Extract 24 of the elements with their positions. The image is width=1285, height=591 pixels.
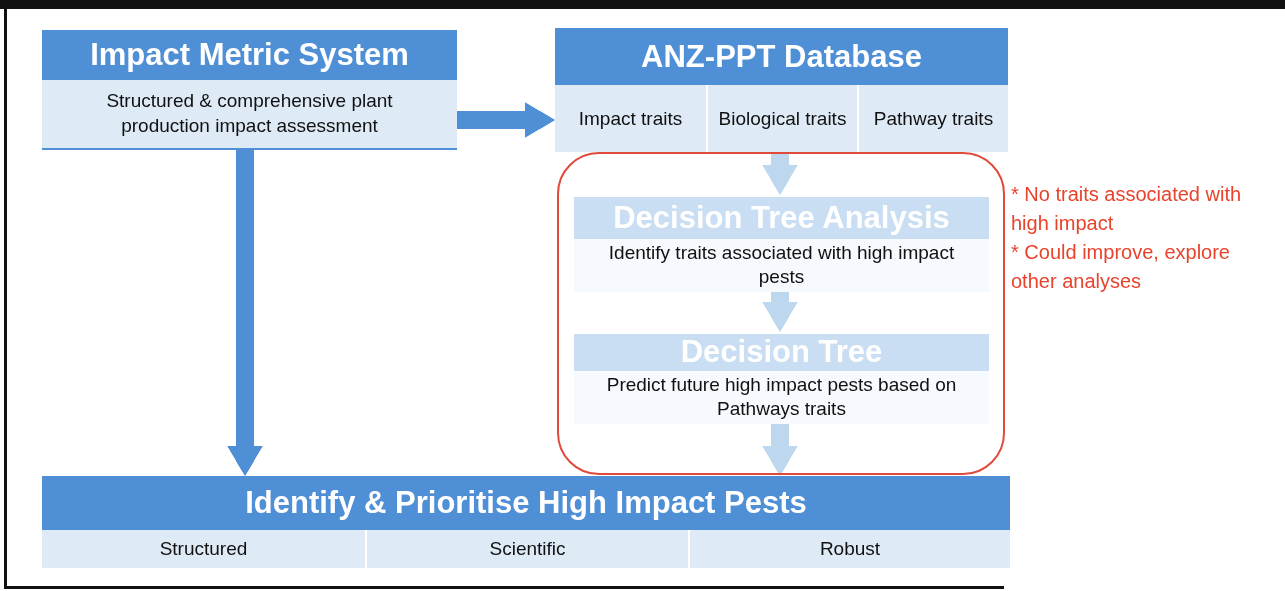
arrow: [457, 102, 555, 138]
process-box: [555, 28, 1008, 152]
rounded-frame: [557, 152, 1005, 475]
box-description: Predict future high impact pests based on Pathways traits: [605, 372, 958, 422]
note-text: * No traits associated with high impact: [1011, 182, 1243, 236]
arrow: [762, 152, 798, 195]
cell-text: Scientific: [489, 537, 566, 561]
arrow: [762, 290, 798, 332]
step-block: [574, 334, 989, 424]
cell-text: Biological traits: [718, 106, 847, 131]
cell-text: Pathway traits: [873, 106, 994, 131]
process-box: [42, 30, 457, 150]
arrow: [227, 150, 263, 476]
cell-text: Robust: [819, 537, 881, 561]
cell-text: Structured: [159, 537, 248, 561]
box-heading: ANZ-PPT Database: [555, 28, 1008, 85]
step-block: [574, 197, 989, 292]
process-box: [42, 476, 1010, 568]
cell-text: Impact traits: [578, 106, 683, 131]
box-description: Identify traits associated with high impact pests: [607, 240, 956, 290]
box-heading: Identify & Prioritise High Impact Pests: [42, 476, 1010, 530]
box-heading: Impact Metric System: [42, 30, 457, 80]
arrow: [762, 422, 798, 476]
note-text: * Could improve, explore other analyses: [1011, 240, 1231, 294]
